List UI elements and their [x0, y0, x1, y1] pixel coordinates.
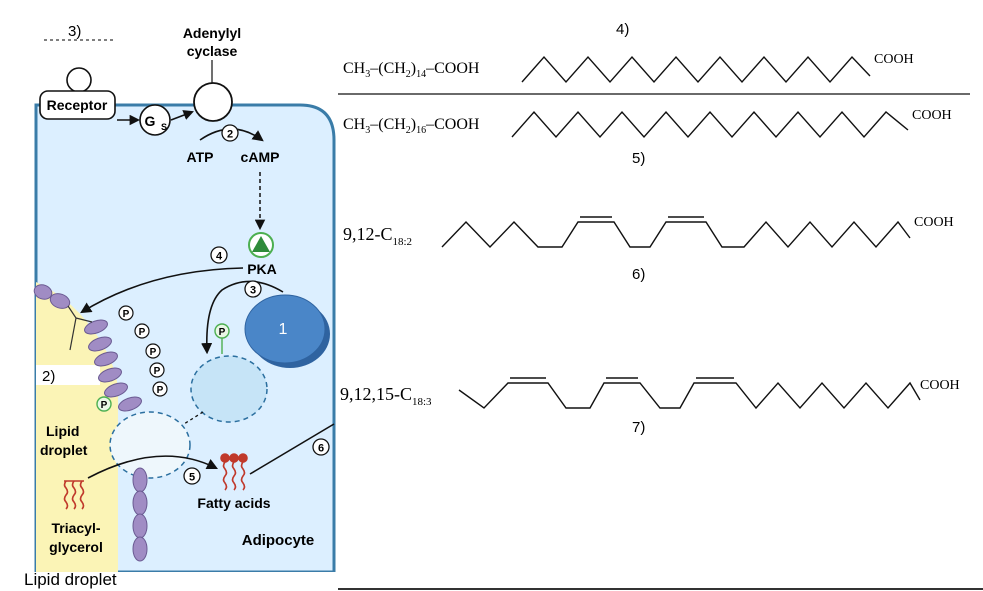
phosphate-4-label: P	[154, 366, 161, 377]
label-3: 3)	[68, 23, 81, 40]
step-4-arrow	[80, 267, 244, 314]
adenylyl-label-1: Adenylyl	[183, 25, 241, 41]
step-5-number: 5	[189, 472, 195, 484]
step-5-badge	[183, 467, 201, 485]
right-panel: 4) 5) 6) 7) CH3–(CH2)14–COOH CH3–(CH2)16…	[340, 21, 960, 436]
step-3-number: 3	[250, 285, 256, 297]
step-5-arrow	[87, 455, 219, 479]
phosphate-1-label: P	[123, 309, 130, 320]
formula-palmitic: CH3–(CH2)14–COOH	[343, 60, 480, 80]
phosphate-group: P P P P P P	[96, 305, 168, 412]
step-6-badge	[312, 438, 330, 456]
label-4: 4)	[616, 21, 629, 38]
triacylglycerol-icon	[63, 480, 85, 510]
step-4-number: 4	[216, 251, 223, 263]
chain-linoleic	[441, 220, 911, 249]
formula-linolenic: 9,12,15-C18:3	[340, 384, 432, 408]
perilipin-chain	[33, 284, 148, 562]
blob-number: 1	[279, 321, 288, 338]
formula-linoleic: 9,12-C18:2	[343, 224, 412, 248]
fatty-acids-label: Fatty acids	[197, 495, 270, 511]
label-6: 6)	[632, 266, 645, 283]
cooh-linoleic: COOH	[914, 215, 954, 230]
cooh-stearic: COOH	[912, 108, 952, 123]
label-5: 5)	[632, 150, 645, 167]
phosphate-5-label: P	[157, 385, 164, 396]
tag-label-1: Triacyl-	[51, 520, 100, 536]
chain-linolenic	[458, 381, 921, 410]
bottom-caption: Lipid droplet	[24, 570, 117, 589]
label-7: 7)	[632, 419, 645, 436]
atp-label: ATP	[187, 149, 214, 165]
phosphate-3-label: P	[150, 347, 157, 358]
receptor-label: Receptor	[47, 97, 108, 113]
phosphate-6	[96, 396, 112, 412]
left-panel: 3) Receptor G S Adenylyl cyclase 2 ATP c…	[0, 23, 340, 591]
phosphate-2	[134, 323, 150, 339]
step-4-badge	[210, 246, 228, 264]
step-3-arrow	[201, 280, 284, 355]
step-3-badge	[244, 280, 262, 298]
adenylyl-cyclase	[193, 82, 233, 122]
gs-label: G	[145, 113, 156, 129]
label-2: 2)	[42, 368, 55, 385]
phosphate-4	[149, 362, 165, 378]
cooh-palmitic: COOH	[874, 52, 914, 67]
phosphate-6-label: P	[101, 400, 108, 411]
camp-label: cAMP	[241, 149, 280, 165]
step-6-line	[249, 423, 335, 475]
gs-protein	[139, 104, 171, 136]
phosphate-1	[118, 305, 134, 321]
lipase-vesicle	[190, 355, 268, 423]
chain-stearic	[511, 110, 909, 139]
vesicle-phosphate	[214, 323, 230, 339]
pka-label: PKA	[247, 261, 277, 277]
vesicle-phosphate-label: P	[219, 327, 226, 338]
gs-to-cyclase-arrow	[170, 110, 194, 121]
label-box-2	[36, 365, 100, 385]
small-droplet	[109, 411, 191, 479]
caption-bg	[0, 572, 340, 591]
enzyme-blob	[244, 294, 326, 364]
perilipin-stem	[67, 305, 93, 351]
phosphate-5	[152, 381, 168, 397]
step-6-number: 6	[318, 443, 324, 455]
vesicle-to-droplet-dash	[183, 411, 204, 425]
chain-palmitic	[521, 55, 871, 84]
receptor-box	[39, 90, 116, 120]
step-2-badge	[221, 124, 239, 142]
adipocyte-label: Adipocyte	[242, 532, 315, 549]
step-2-number: 2	[227, 129, 233, 141]
adenylyl-label-2: cyclase	[187, 43, 238, 59]
lipid-label-1: Lipid	[46, 423, 79, 439]
tag-label-2: glycerol	[49, 539, 103, 555]
gs-subscript: S	[161, 122, 167, 132]
pka-triangle-icon	[252, 236, 270, 252]
lipid-droplet-region	[36, 282, 119, 572]
cooh-linolenic: COOH	[920, 378, 960, 393]
phosphate-3	[145, 343, 161, 359]
receptor-head	[66, 67, 92, 93]
lipid-label-2: droplet	[40, 442, 88, 458]
phosphate-2-label: P	[139, 327, 146, 338]
formula-stearic: CH3–(CH2)16–COOH	[343, 116, 480, 136]
fatty-acid-icon	[220, 453, 248, 491]
